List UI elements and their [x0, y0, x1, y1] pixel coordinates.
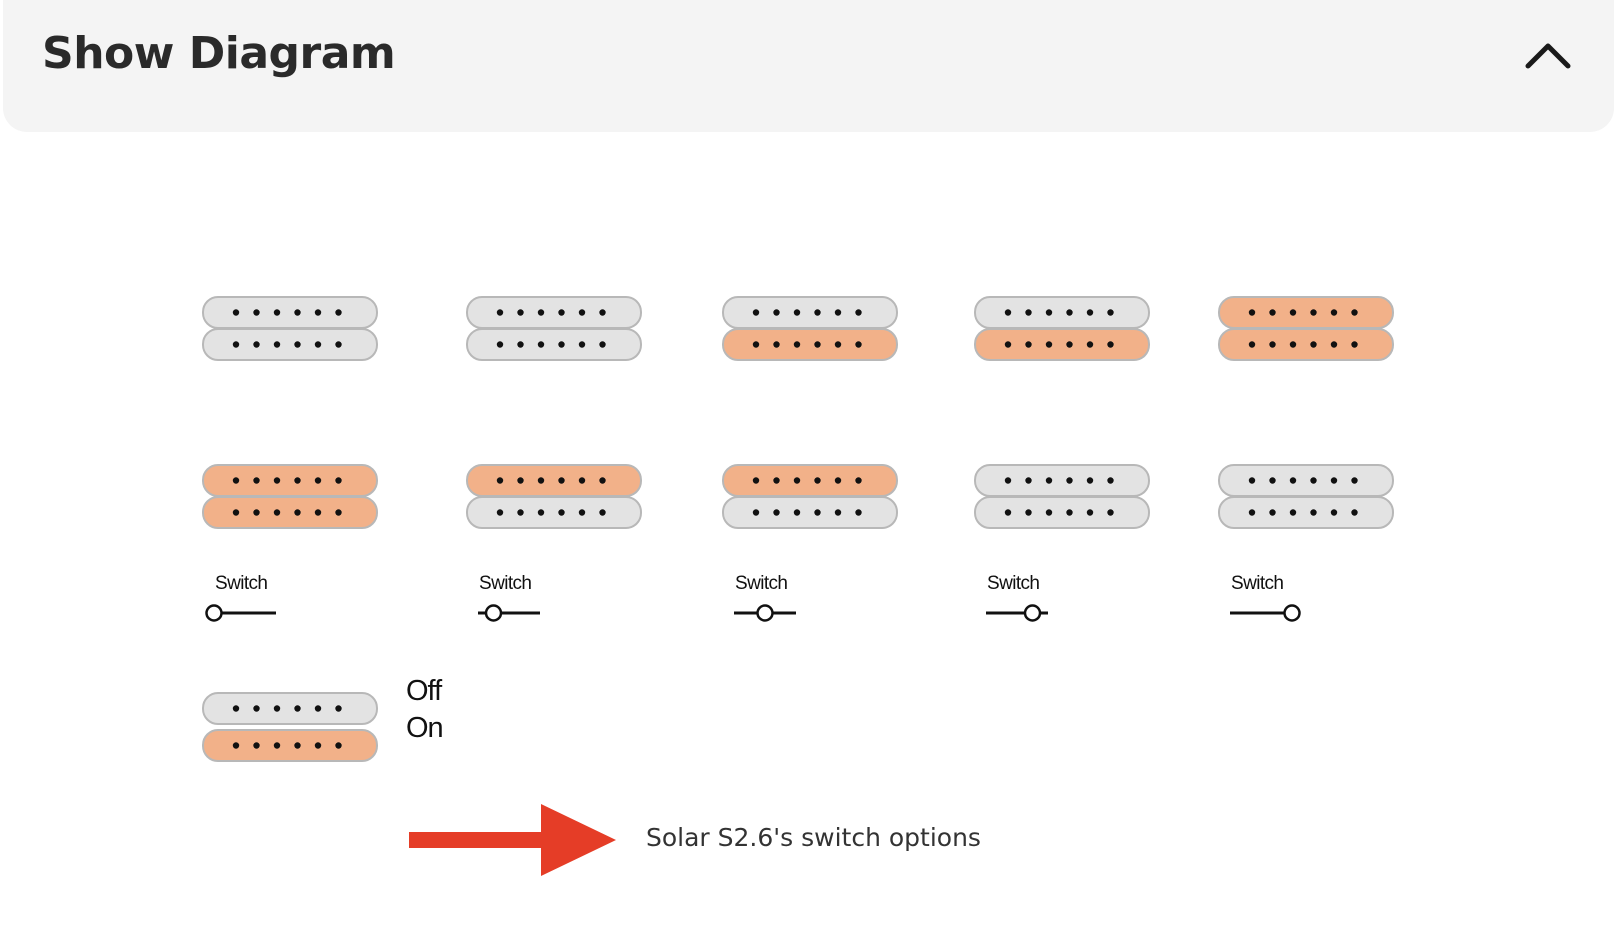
position-4-neck-pickup-coil-1 — [974, 296, 1150, 329]
position-1-bridge-pickup-coil-1 — [202, 464, 378, 497]
position-5-neck-pickup-coil-2 — [1218, 328, 1394, 361]
pickup-diagram-graphic — [202, 296, 1394, 876]
position-2-bridge-pickup-coil-1 — [466, 464, 642, 497]
position-5-bridge-pickup-coil-1 — [1218, 464, 1394, 497]
position-5-switch-slider — [1230, 604, 1301, 622]
position-1-switch-slider — [205, 604, 276, 622]
position-1-switch-label: Switch — [215, 573, 268, 594]
accordion-title: Show Diagram — [42, 28, 396, 79]
position-4-switch-label: Switch — [987, 573, 1040, 594]
position-3-neck-pickup-coil-2 — [722, 328, 898, 361]
position-1-neck-pickup-coil-2 — [202, 328, 378, 361]
position-3-neck-pickup-coil-1 — [722, 296, 898, 329]
position-3-bridge-pickup-coil-1 — [722, 464, 898, 497]
legend-on-label: On — [406, 712, 444, 744]
position-5-switch-label: Switch — [1231, 573, 1284, 594]
position-2-switch-label: Switch — [479, 573, 532, 594]
position-3-switch-slider — [734, 604, 796, 622]
position-5-neck-pickup-coil-1 — [1218, 296, 1394, 329]
legend-off-label: Off — [406, 675, 442, 707]
diagram-caption: Solar S2.6's switch options — [646, 823, 981, 852]
position-5-bridge-pickup-coil-2 — [1218, 496, 1394, 529]
arrow-right-icon — [409, 804, 616, 876]
position-2-switch-slider — [478, 604, 540, 622]
position-2-bridge-pickup-coil-2 — [466, 496, 642, 529]
legend-off-coil — [202, 692, 378, 725]
chevron-up-icon[interactable] — [1522, 36, 1574, 76]
position-2-neck-pickup-coil-2 — [466, 328, 642, 361]
diagram-accordion-header[interactable]: Show Diagram — [3, 0, 1614, 132]
position-4-bridge-pickup-coil-2 — [974, 496, 1150, 529]
position-1-bridge-pickup-coil-2 — [202, 496, 378, 529]
position-4-bridge-pickup-coil-1 — [974, 464, 1150, 497]
position-4-neck-pickup-coil-2 — [974, 328, 1150, 361]
position-3-switch-label: Switch — [735, 573, 788, 594]
legend-on-coil — [202, 729, 378, 762]
position-3-bridge-pickup-coil-2 — [722, 496, 898, 529]
position-4-switch-slider — [986, 604, 1048, 622]
pickup-diagram: Switch Switch Switch Switch Switch Off On — [0, 132, 1614, 936]
position-1-neck-pickup-coil-1 — [202, 296, 378, 329]
position-2-neck-pickup-coil-1 — [466, 296, 642, 329]
